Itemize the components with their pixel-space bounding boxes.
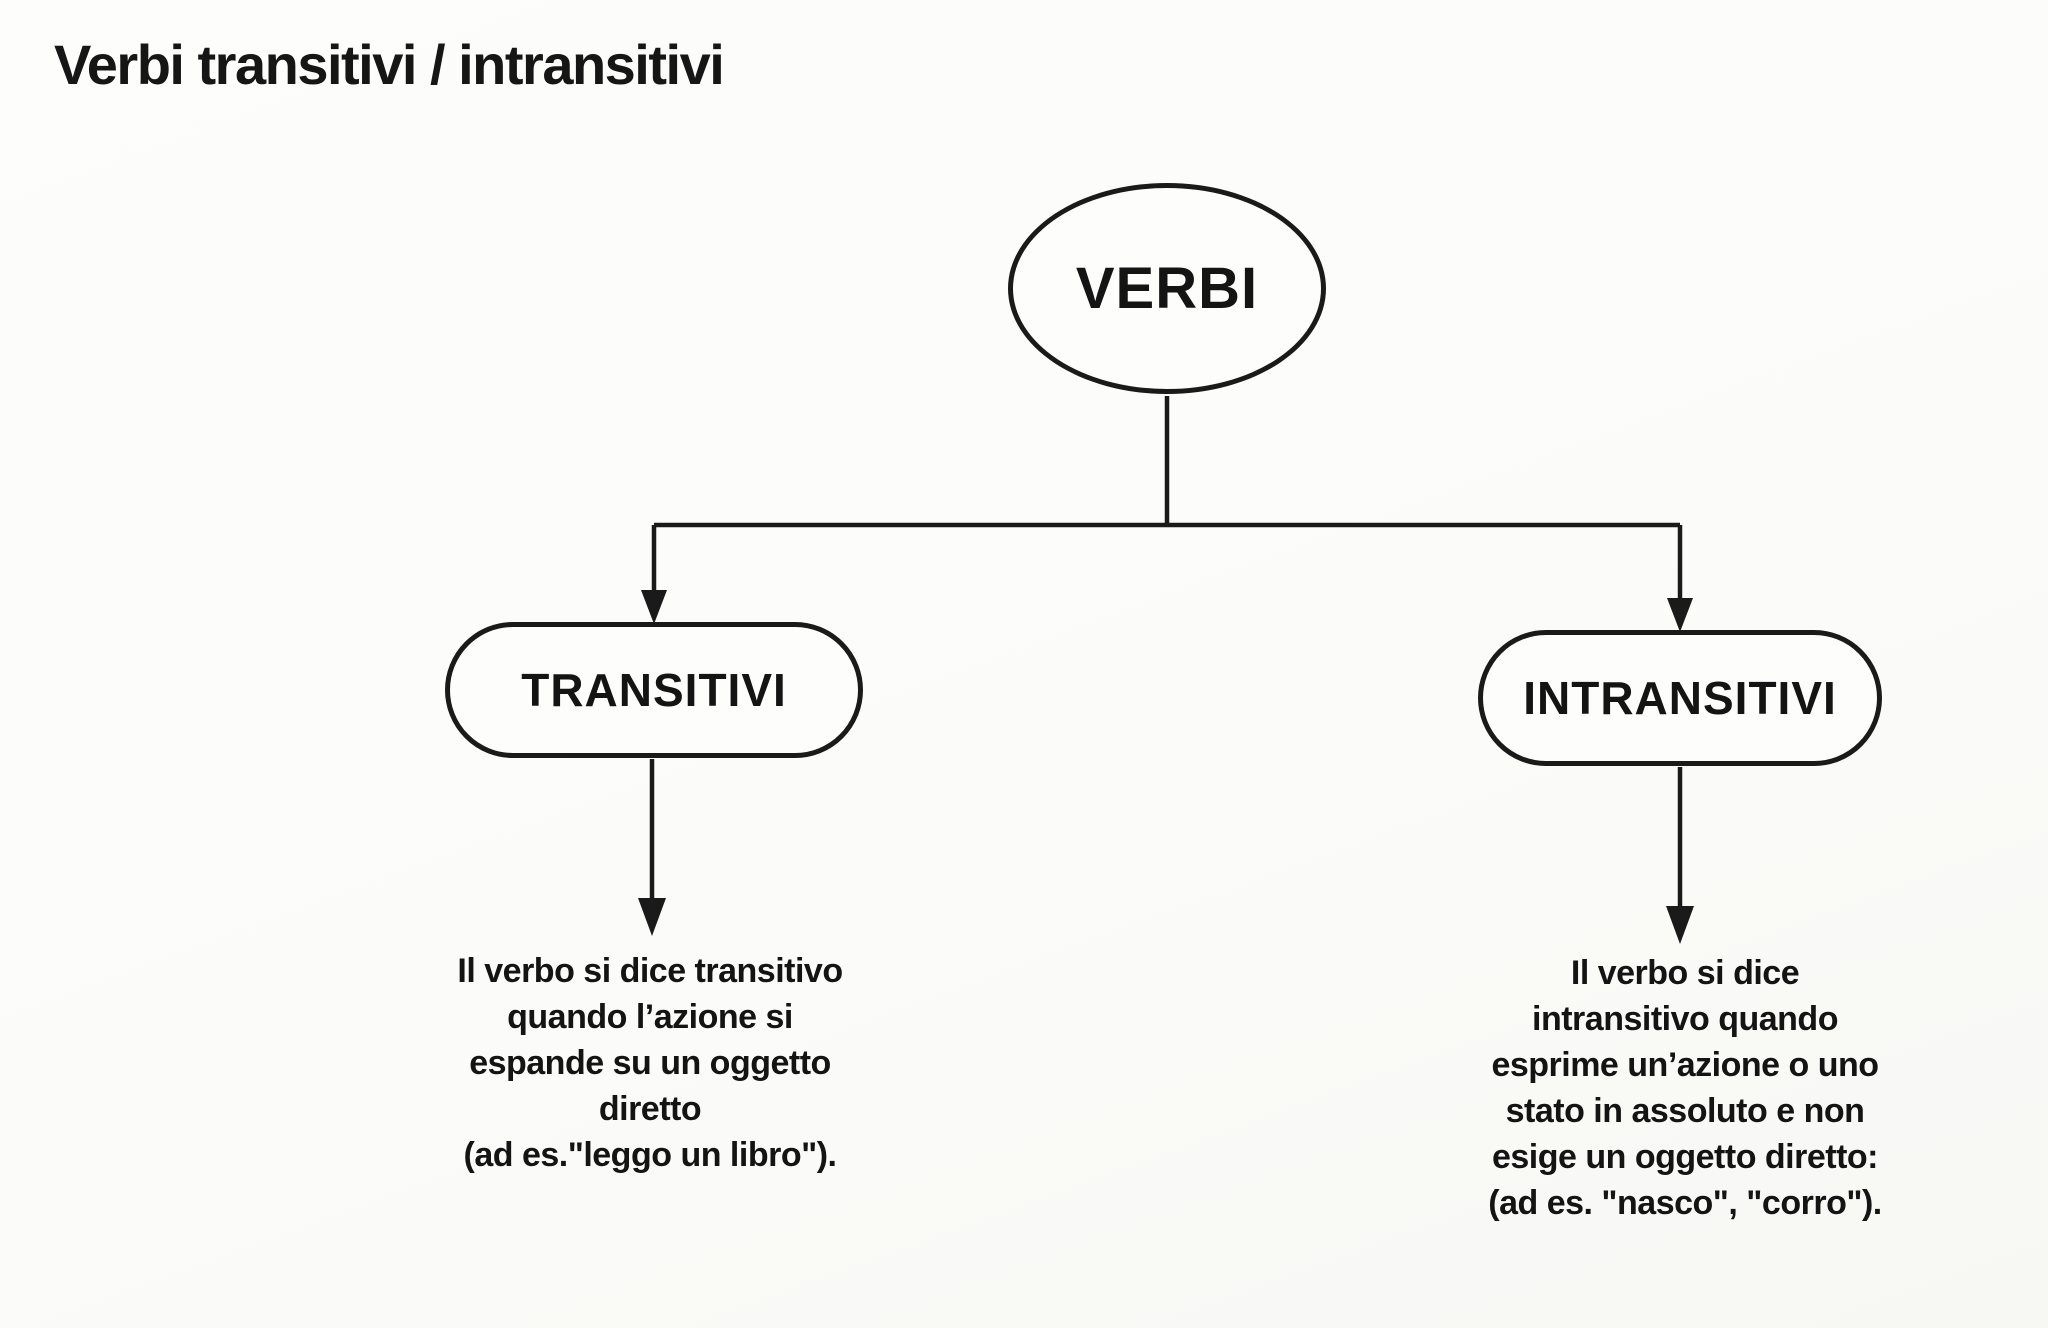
page-title: Verbi transitivi / intransitivi bbox=[54, 33, 725, 96]
right-description-arrowhead-icon bbox=[1666, 906, 1694, 944]
root-node-label: VERBI bbox=[1075, 256, 1259, 321]
branch-node-intransitivi: INTRANSITIVI bbox=[1478, 630, 1882, 766]
branch-node-transitivi-label: TRANSITIVI bbox=[521, 664, 787, 716]
root-node-verbi: VERBI bbox=[1008, 183, 1326, 394]
transitivi-description-text: Il verbo si dice transitivo quando l’azi… bbox=[457, 952, 843, 1174]
left-description-arrowhead-icon bbox=[638, 898, 666, 936]
branch-node-intransitivi-label: INTRANSITIVI bbox=[1523, 672, 1837, 724]
left-branch-arrowhead-icon bbox=[641, 590, 667, 624]
branch-node-transitivi: TRANSITIVI bbox=[445, 622, 863, 758]
right-branch-arrowhead-icon bbox=[1667, 598, 1693, 632]
intransitivi-description-text: Il verbo si dice intransitivo quando esp… bbox=[1488, 954, 1882, 1222]
